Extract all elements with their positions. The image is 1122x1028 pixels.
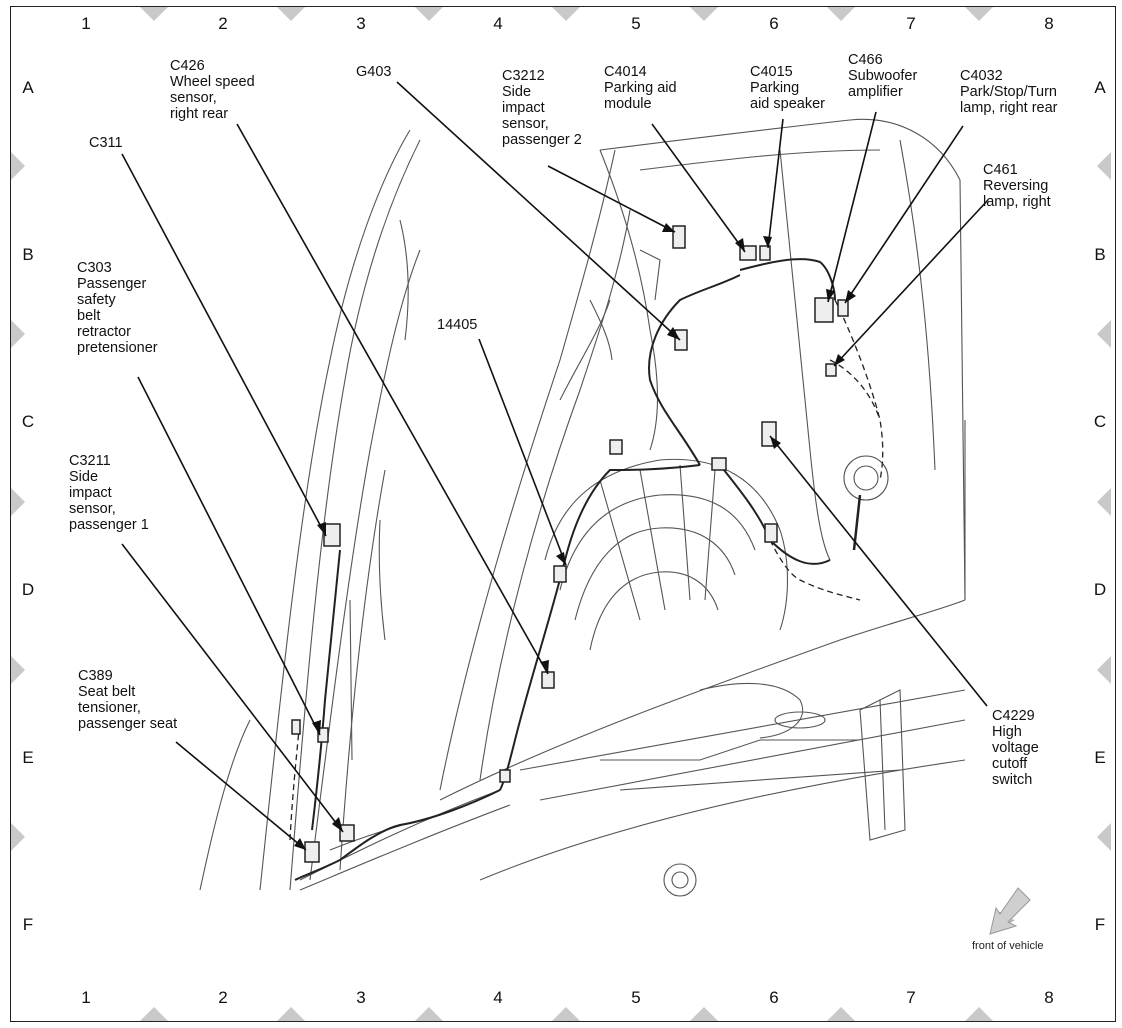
arrow-down-left-icon [989, 887, 1031, 935]
grid-marker-right [1097, 823, 1111, 851]
grid-marker-bottom [415, 1007, 443, 1021]
callout-14405: 14405 [437, 317, 478, 333]
grid-row-d-left: D [21, 580, 35, 599]
grid-col-3-bottom: 3 [356, 988, 366, 1007]
callout-c4015: C4015 Parking aid speaker [750, 64, 825, 112]
grid-row-c-right: C [1093, 412, 1107, 431]
grid-col-5-top: 5 [631, 14, 641, 33]
grid-row-a-right: A [1094, 78, 1106, 97]
grid-row-d-right: D [1093, 580, 1107, 599]
grid-col-2-bottom: 2 [218, 988, 228, 1007]
callout-c3211: C3211 Side impact sensor, passenger 1 [69, 453, 149, 533]
grid-marker-right [1097, 488, 1111, 516]
grid-row-c-left: C [21, 412, 35, 431]
grid-col-1-bottom: 1 [81, 988, 91, 1007]
grid-col-8-bottom: 8 [1044, 988, 1054, 1007]
grid-row-a-left: A [22, 78, 34, 97]
grid-col-6-bottom: 6 [769, 988, 779, 1007]
callout-c4229: C4229 High voltage cutoff switch [992, 708, 1039, 788]
grid-row-b-right: B [1094, 245, 1106, 264]
diagram-frame [10, 6, 1116, 1022]
grid-marker-top [690, 7, 718, 21]
grid-col-1-top: 1 [81, 14, 91, 33]
callout-c303: C303 Passenger safety belt retractor pre… [77, 260, 158, 356]
grid-col-6-top: 6 [769, 14, 779, 33]
callout-c461: C461 Reversing lamp, right [983, 162, 1051, 210]
grid-col-5-bottom: 5 [631, 988, 641, 1007]
callout-c389: C389 Seat belt tensioner, passenger seat [78, 668, 178, 732]
grid-col-4-top: 4 [493, 14, 503, 33]
grid-marker-right [1097, 320, 1111, 348]
grid-marker-top [140, 7, 168, 21]
grid-marker-bottom [277, 1007, 305, 1021]
grid-marker-left [11, 488, 25, 516]
callout-c4014: C4014 Parking aid module [604, 64, 677, 112]
grid-marker-right [1097, 656, 1111, 684]
grid-marker-bottom [827, 1007, 855, 1021]
grid-row-f-right: F [1094, 915, 1106, 934]
grid-marker-top [277, 7, 305, 21]
callout-c311: C311 [89, 135, 123, 151]
grid-marker-bottom [140, 1007, 168, 1021]
callout-c426: C426 Wheel speed sensor, right rear [170, 58, 255, 122]
callout-g403: G403 [356, 64, 392, 80]
callout-c4032: C4032 Park/Stop/Turn lamp, right rear [960, 68, 1058, 116]
callout-c3212: C3212 Side impact sensor, passenger 2 [502, 68, 582, 148]
grid-marker-right [1097, 152, 1111, 180]
grid-marker-top [827, 7, 855, 21]
grid-marker-left [11, 320, 25, 348]
grid-col-8-top: 8 [1044, 14, 1054, 33]
grid-row-e-left: E [22, 748, 34, 767]
grid-marker-left [11, 823, 25, 851]
grid-marker-bottom [552, 1007, 580, 1021]
grid-marker-left [11, 656, 25, 684]
grid-col-4-bottom: 4 [493, 988, 503, 1007]
grid-marker-top [415, 7, 443, 21]
grid-marker-top [552, 7, 580, 21]
grid-col-7-top: 7 [906, 14, 916, 33]
grid-col-3-top: 3 [356, 14, 366, 33]
front-of-vehicle-label: front of vehicle [972, 940, 1044, 952]
grid-row-e-right: E [1094, 748, 1106, 767]
grid-row-f-left: F [22, 915, 34, 934]
grid-col-2-top: 2 [218, 14, 228, 33]
grid-marker-left [11, 152, 25, 180]
grid-marker-bottom [965, 1007, 993, 1021]
grid-row-b-left: B [22, 245, 34, 264]
callout-c466: C466 Subwoofer amplifier [848, 52, 918, 100]
grid-marker-top [965, 7, 993, 21]
grid-marker-bottom [690, 1007, 718, 1021]
grid-col-7-bottom: 7 [906, 988, 916, 1007]
